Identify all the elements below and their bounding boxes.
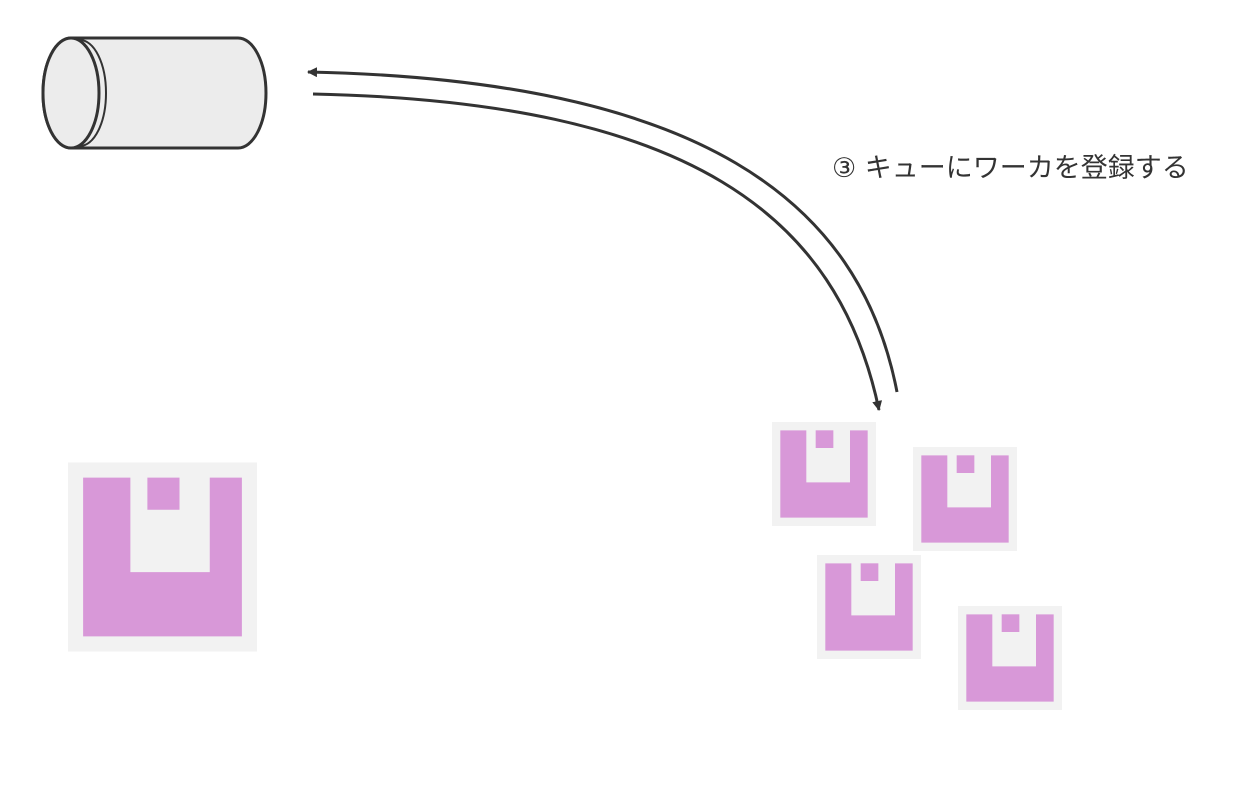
worker-w-icon[interactable] [772,422,876,526]
queue-front-face [41,36,101,150]
worker-w-icon[interactable] [68,462,257,652]
queue-cylinder-icon[interactable] [41,36,268,150]
worker-w-icon[interactable] [817,555,921,659]
dispatch-arrow-to-workers [312,92,883,411]
worker-w-icon[interactable] [958,606,1062,710]
queue-front-rim [79,39,107,147]
worker-w-icon[interactable] [913,447,1017,551]
step-label: ③ キューにワーカを登録する [832,153,1189,184]
register-arrow-to-queue [307,67,899,393]
